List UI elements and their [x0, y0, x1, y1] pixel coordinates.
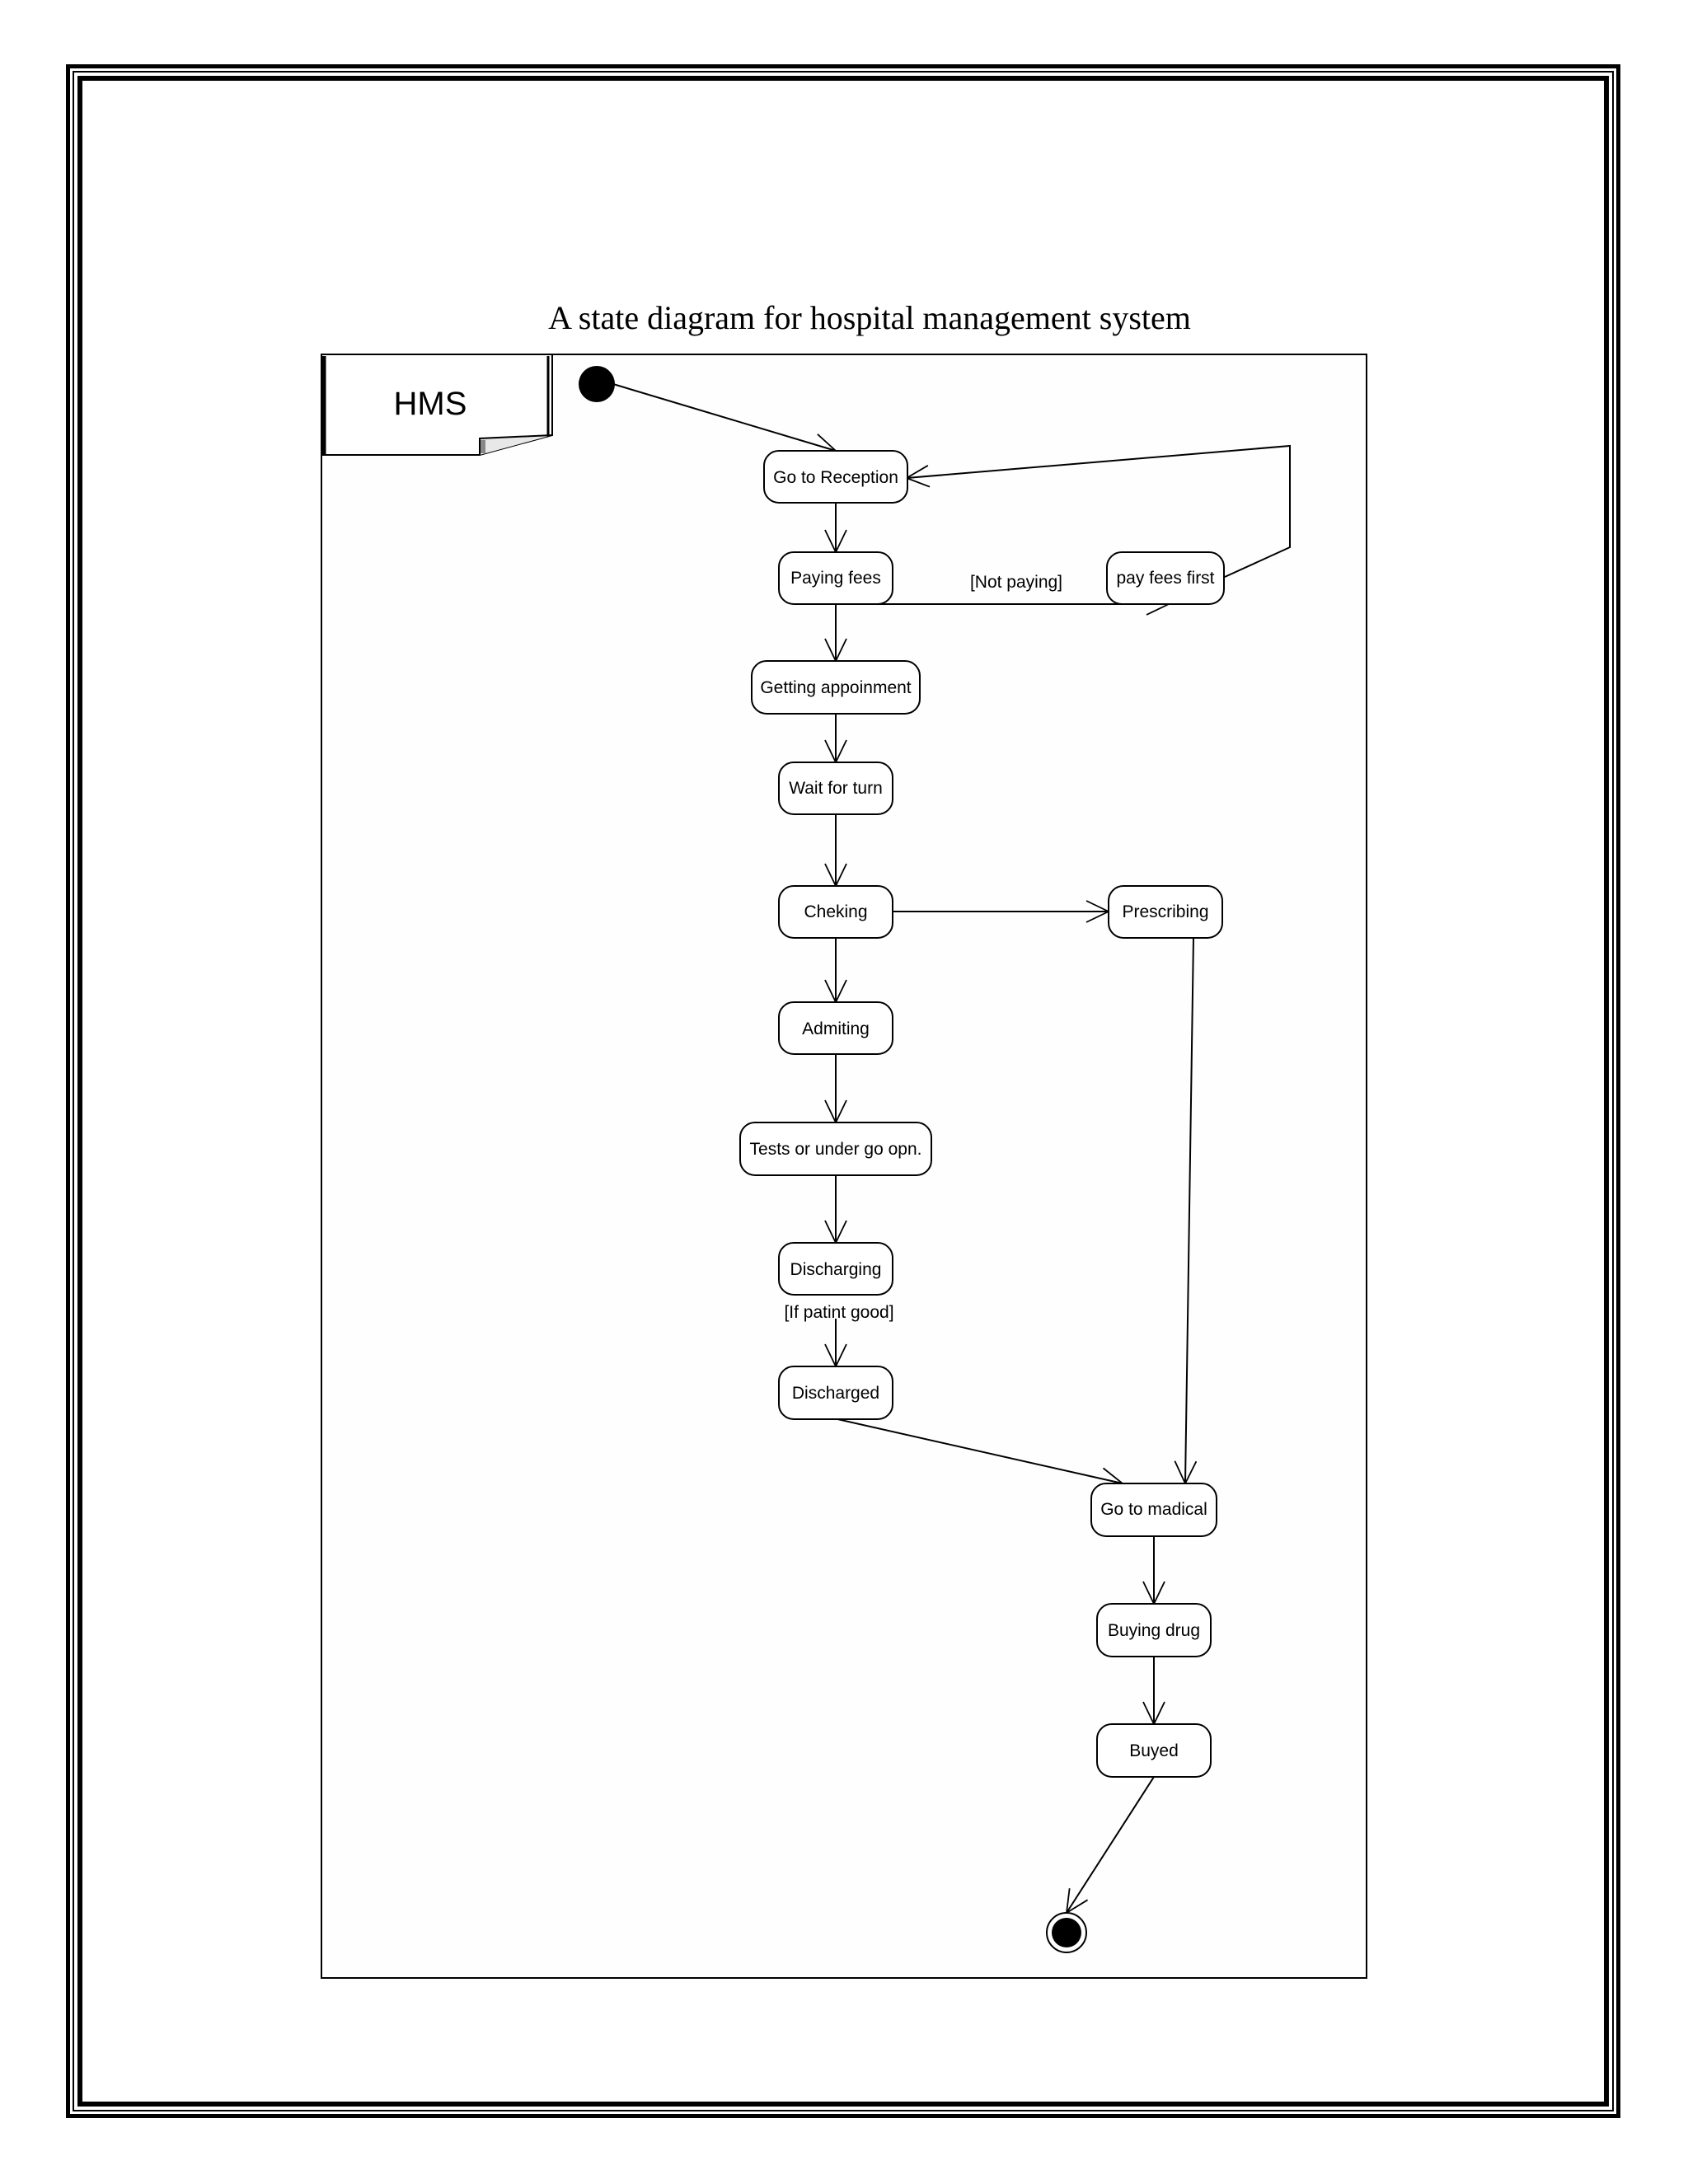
state-cheking: Cheking: [778, 885, 893, 939]
state-go-to-medical: Go to madical: [1090, 1483, 1217, 1537]
diagram-title: A state diagram for hospital management …: [548, 299, 1191, 336]
guard-not-paying: [Not paying]: [970, 573, 1062, 592]
state-discharged-label: Discharged: [792, 1384, 879, 1403]
transitions: [612, 383, 1291, 1913]
state-tests: Tests or under go opn.: [739, 1122, 932, 1176]
page-border-outer: [66, 64, 1620, 2118]
hms-label: HMS: [394, 386, 467, 422]
transition-prescribing-to-medical: [1185, 937, 1193, 1483]
page-border-middle: [73, 71, 1614, 2111]
state-tests-label: Tests or under go opn.: [750, 1140, 922, 1159]
state-prescribing: Prescribing: [1108, 885, 1223, 939]
transition-initial-to-reception: [612, 383, 836, 451]
state-go-to-reception-label: Go to Reception: [773, 468, 898, 487]
final-node: [1046, 1912, 1087, 1953]
state-discharging: Discharging: [778, 1242, 893, 1296]
state-buying-drug: Buying drug: [1096, 1603, 1212, 1657]
state-go-to-medical-label: Go to madical: [1100, 1500, 1207, 1519]
state-paying-fees: Paying fees: [778, 551, 893, 605]
state-buying-drug-label: Buying drug: [1108, 1621, 1200, 1640]
state-paying-fees-label: Paying fees: [790, 569, 881, 588]
state-cheking-label: Cheking: [804, 902, 867, 921]
state-pay-fees-first-label: pay fees first: [1116, 569, 1214, 588]
transition-discharged-to-medical: [837, 1418, 1123, 1483]
state-buyed: Buyed: [1096, 1723, 1212, 1778]
transition-buyed-to-final: [1067, 1776, 1155, 1913]
guard-if-patient-good: [If patint good]: [784, 1303, 893, 1322]
state-discharged: Discharged: [778, 1366, 893, 1420]
state-discharging-label: Discharging: [790, 1260, 882, 1279]
state-getting-appointment-label: Getting appoinment: [760, 678, 911, 697]
initial-node: [579, 366, 615, 402]
state-wait-for-turn-label: Wait for turn: [789, 779, 883, 798]
page-border-inner: [77, 76, 1609, 2107]
state-prescribing-label: Prescribing: [1122, 902, 1208, 921]
hms-frame-tab: HMS: [321, 354, 553, 456]
state-wait-for-turn: Wait for turn: [778, 762, 893, 815]
transition-payfirst-to-reception: [907, 444, 1291, 578]
state-go-to-reception: Go to Reception: [763, 450, 908, 504]
state-buyed-label: Buyed: [1129, 1741, 1179, 1760]
state-admiting: Admiting: [778, 1001, 893, 1055]
state-admiting-label: Admiting: [802, 1019, 870, 1038]
state-getting-appointment: Getting appoinment: [751, 660, 921, 715]
state-pay-fees-first: pay fees first: [1106, 551, 1225, 605]
